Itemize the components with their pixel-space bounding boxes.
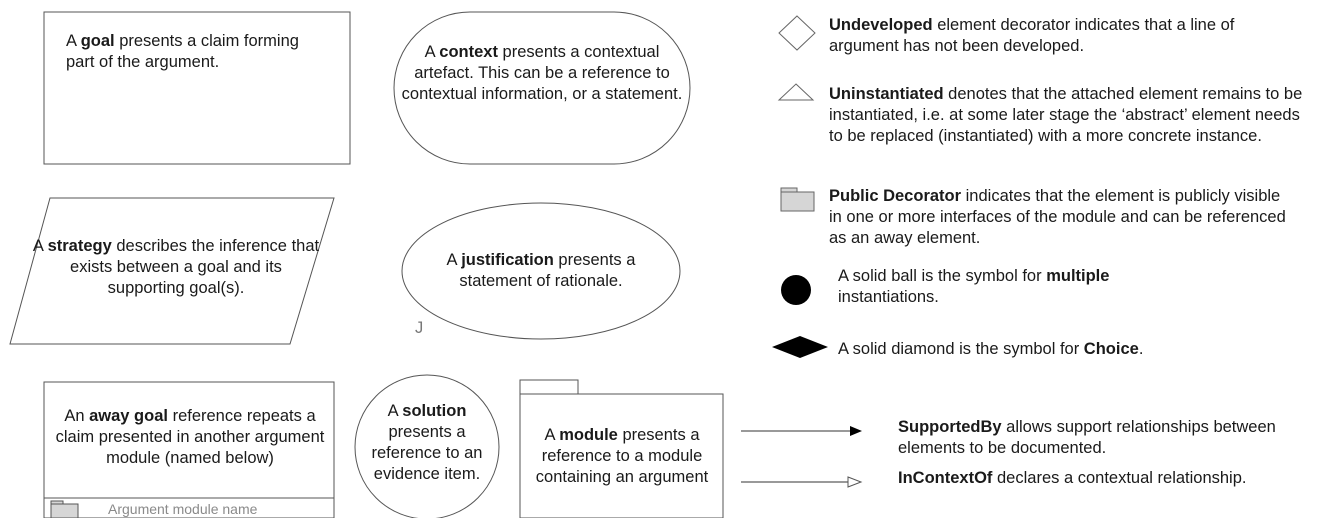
uninstantiated-legend-text: Uninstantiated denotes that the attached… bbox=[829, 85, 1303, 145]
in-context-of-arrow-head bbox=[847, 476, 863, 488]
public-decorator-legend-text: Public Decorator indicates that the elem… bbox=[829, 187, 1286, 247]
away-goal-folder-icon bbox=[50, 500, 79, 518]
justification-text: A justification presents a statement of … bbox=[446, 251, 636, 290]
strategy-shape bbox=[9, 197, 335, 345]
justification-shape bbox=[401, 202, 681, 340]
public-folder-icon bbox=[780, 187, 815, 212]
justification-marker: J bbox=[415, 319, 424, 337]
module-shape bbox=[519, 393, 724, 518]
undeveloped-legend-text: Undeveloped element decorator indicates … bbox=[829, 16, 1235, 55]
context-text: A context presents a contextual artefact… bbox=[401, 43, 683, 103]
module-tab bbox=[519, 379, 579, 395]
solution-text: A solution presents a reference to an ev… bbox=[371, 402, 483, 483]
solution-shape bbox=[354, 374, 500, 518]
away-goal-module-name: Argument module name bbox=[108, 501, 258, 517]
undeveloped-diamond-icon bbox=[778, 15, 816, 51]
supported-by-arrow-head bbox=[850, 426, 862, 436]
goal-text: A goal presents a claim forming part of … bbox=[66, 32, 299, 71]
away-goal-text: An away goal reference repeats a claim p… bbox=[55, 407, 325, 467]
uninstantiated-triangle-icon bbox=[777, 83, 815, 101]
module-text: A module presents a reference to a modul… bbox=[535, 426, 709, 486]
goal-shape bbox=[43, 11, 351, 165]
multiple-legend-text: A solid ball is the symbol for multiple … bbox=[838, 267, 1110, 306]
in-context-of-legend-text: InContextOf declares a contextual relati… bbox=[898, 469, 1247, 487]
solid-ball-icon bbox=[781, 275, 811, 305]
strategy-text: A strategy describes the inference that … bbox=[32, 237, 320, 297]
supported-by-legend-text: SupportedBy allows support relationships… bbox=[898, 418, 1276, 457]
solid-diamond-icon bbox=[772, 336, 828, 358]
context-shape bbox=[393, 11, 691, 165]
away-goal-shape bbox=[43, 381, 335, 518]
choice-legend-text: A solid diamond is the symbol for Choice… bbox=[838, 340, 1144, 358]
